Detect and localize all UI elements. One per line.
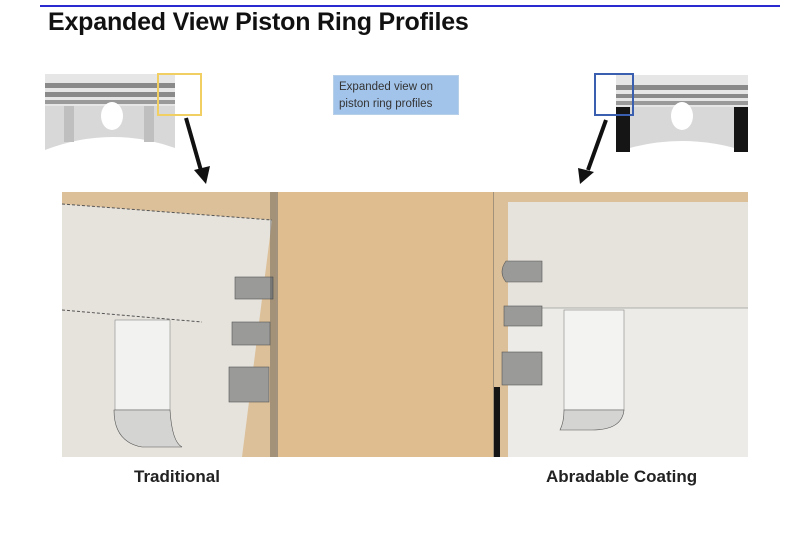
abradable-coating-label: Abradable Coating	[546, 467, 698, 486]
traditional-label: Traditional	[134, 467, 220, 486]
callout-line-1: Expanded view on	[339, 81, 433, 93]
traditional-oil-ring	[228, 366, 270, 403]
expanded-cross-section-image	[62, 192, 748, 457]
title-rule	[40, 5, 780, 7]
left-arrow-icon	[184, 117, 204, 175]
right-arrow-icon	[586, 119, 608, 171]
callout-box: Expanded view on piston ring profiles	[333, 75, 459, 115]
abradable-piston-image	[578, 73, 748, 184]
left-highlight-box	[157, 73, 202, 116]
traditional-top-ring	[234, 276, 274, 300]
abradable-second-ring	[503, 305, 543, 327]
abradable-top-ring	[501, 260, 543, 283]
abradable-coating-profile	[494, 192, 748, 457]
traditional-second-ring	[231, 321, 271, 346]
right-highlight-box	[594, 73, 634, 116]
cylinder-wall	[277, 192, 494, 457]
abradable-oil-ring	[501, 351, 543, 386]
slide-title: Expanded View Piston Ring Profiles	[48, 8, 469, 36]
traditional-profile	[62, 192, 277, 457]
traditional-piston-image	[45, 73, 210, 184]
callout-line-2: piston ring profiles	[339, 98, 433, 110]
